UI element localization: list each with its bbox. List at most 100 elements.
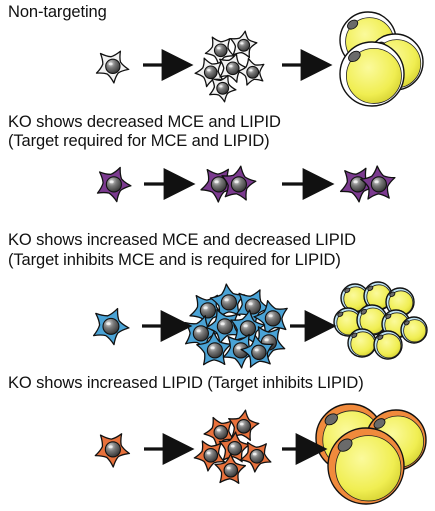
p3-preadipocyte-cell-nucleus: [102, 317, 120, 335]
p1-adipocyte-3-lipid-droplet: [346, 47, 402, 104]
p3-small-adipocyte-2-nucleus: [367, 285, 374, 292]
p3-proliferating-cell-9: [196, 331, 232, 366]
p3-proliferating-cell-11: [240, 334, 274, 368]
p4-preadipocyte-cell: [94, 433, 131, 468]
p2-diff-cell-2: [360, 165, 396, 200]
p3-small-adipocyte-8-nucleus: [377, 334, 384, 341]
p3-proliferating-cell-8-nucleus-highlight: [264, 338, 269, 342]
p2-preadipocyte-cell: [96, 166, 132, 203]
panel-1-heading: Non-targeting: [8, 3, 107, 21]
panel-2-subheading: (Target required for MCE and LIPID): [8, 132, 270, 150]
p1-preadipocyte-cell-nucleus: [105, 58, 121, 75]
p3-small-adipocyte-7: [347, 328, 377, 358]
p1-proliferating-cell-4: [219, 53, 248, 83]
p1-proliferating-cell-1-nucleus-highlight: [217, 47, 221, 50]
p4-preadipocyte-cell-nucleus-highlight: [108, 445, 113, 449]
panel-4-heading: KO shows increased LIPID (Target inhibit…: [8, 374, 364, 392]
p4-proliferating-cell-4-nucleus-highlight: [230, 444, 235, 448]
p2-preadipocyte-cell-nucleus: [105, 176, 123, 193]
p1-proliferating-cell-4-nucleus-highlight: [229, 65, 233, 68]
p3-proliferating-cell-6-nucleus-highlight: [220, 322, 225, 326]
panel-2-heading: KO shows decreased MCE and LIPID: [8, 113, 281, 131]
p3-proliferating-cell-7: [230, 309, 266, 345]
p4-proliferating-cell-1-nucleus: [213, 425, 229, 440]
p3-small-adipocyte-3-nucleus: [389, 291, 396, 298]
p3-proliferating-cell-10-nucleus-highlight: [236, 346, 241, 350]
p4-proliferating-cell-4-nucleus: [227, 441, 243, 456]
p3-proliferating-cell-7-nucleus: [239, 320, 257, 337]
p1-proliferating-cell-6-nucleus-highlight: [219, 85, 223, 88]
p3-small-adipocyte-7-nucleus: [351, 332, 358, 339]
p3-proliferating-cell-6: [205, 308, 241, 345]
p3-small-adipocyte-8: [373, 330, 403, 360]
p1-proliferating-cell-2-nucleus: [237, 38, 251, 52]
p1-adipocyte-1-nucleus: [347, 19, 359, 30]
panel-3-heading: KO shows increased MCE and decreased LIP…: [8, 231, 356, 249]
p3-small-adipocyte-4: [333, 307, 363, 337]
p4-adipocyte-3-lipid-droplet: [335, 435, 402, 502]
p2-diff-cell-2-nucleus: [370, 176, 388, 193]
p1-proliferating-cell-2: [229, 30, 258, 59]
p4-adipocyte-2-nucleus: [373, 418, 386, 429]
p3-proliferating-cell-5-nucleus: [192, 325, 210, 342]
p4-adipocyte-3-nucleus: [337, 438, 353, 452]
p1-adipocyte-3: [339, 41, 405, 107]
p3-proliferating-cell-11-nucleus: [251, 344, 267, 361]
p3-small-adipocyte-9: [400, 316, 428, 344]
p4-proliferating-cell-6: [214, 453, 247, 484]
p3-small-adipocyte-1-nucleus: [344, 287, 351, 294]
p1-proliferating-cell-5: [237, 57, 265, 86]
p1-adipocyte-3-nucleus: [348, 50, 361, 63]
p3-small-adipocyte-8-lipid-droplet: [376, 333, 402, 359]
p1-preadipocyte-cell-nucleus-highlight: [108, 62, 113, 66]
p3-small-adipocyte-6-nucleus: [385, 313, 392, 320]
p3-small-adipocyte-3: [385, 287, 415, 317]
p1-proliferating-cell-3-nucleus: [203, 65, 218, 80]
p3-preadipocyte-cell: [92, 307, 130, 346]
p1-proliferating-cell-5-nucleus: [246, 65, 260, 79]
p3-proliferating-cell-7-nucleus-highlight: [243, 324, 248, 328]
p1-preadipocyte-cell: [95, 50, 130, 84]
p3-preadipocyte-cell-nucleus-highlight: [106, 322, 111, 326]
p2-cell-2: [221, 165, 257, 201]
p4-proliferating-cell-6-nucleus: [223, 463, 239, 478]
p3-small-adipocyte-4-nucleus: [337, 311, 344, 318]
p2-diff-cell-1-nucleus-highlight: [353, 180, 358, 184]
panel-3-subheading: (Target inhibits MCE and is required for…: [8, 251, 341, 269]
p1-proliferating-cell-3-nucleus-highlight: [207, 69, 211, 72]
p3-proliferating-cell-2-nucleus-highlight: [224, 298, 229, 302]
p4-proliferating-cell-4: [218, 431, 251, 463]
p2-preadipocyte-cell-nucleus-highlight: [109, 180, 114, 184]
p4-proliferating-cell-3-nucleus: [203, 448, 219, 463]
p3-proliferating-cell-4: [253, 299, 288, 336]
p3-proliferating-cell-3-nucleus-highlight: [248, 302, 253, 306]
p3-proliferating-cell-5-nucleus-highlight: [196, 329, 201, 333]
p3-proliferating-cell-4-nucleus-highlight: [268, 314, 273, 318]
p1-proliferating-cell-4-nucleus: [225, 61, 240, 76]
p4-proliferating-cell-1-nucleus-highlight: [216, 428, 221, 432]
p4-proliferating-cell-3: [193, 440, 226, 472]
p1-proliferating-cell-2-nucleus-highlight: [240, 42, 244, 45]
p4-proliferating-cell-6-nucleus-highlight: [226, 466, 231, 470]
p3-small-adipocyte-9-nucleus: [404, 320, 410, 326]
p3-proliferating-cell-4-nucleus: [264, 310, 282, 327]
p3-proliferating-cell-9-nucleus-highlight: [210, 346, 215, 350]
p3-proliferating-cell-11-nucleus-highlight: [254, 348, 259, 352]
p1-proliferating-cell-6: [209, 74, 237, 103]
p1-proliferating-cell-6-nucleus: [216, 81, 230, 95]
p1-proliferating-cell-3: [194, 57, 224, 88]
p4-proliferating-cell-5-nucleus: [249, 449, 265, 464]
p3-small-adipocyte-5-nucleus: [360, 308, 367, 315]
p3-proliferating-cell-1-nucleus-highlight: [203, 306, 208, 310]
p3-proliferating-cell-1-nucleus: [199, 302, 217, 319]
p4-proliferating-cell-2-nucleus-highlight: [239, 422, 244, 426]
p2-diff-cell-2-nucleus-highlight: [374, 180, 379, 184]
p3-proliferating-cell-9-nucleus: [206, 342, 224, 359]
p2-cell-2-nucleus-highlight: [234, 180, 239, 184]
p4-adipocyte-1-nucleus: [324, 413, 338, 426]
p3-proliferating-cell-3-nucleus: [244, 298, 262, 315]
p3-proliferating-cell-2-nucleus: [220, 294, 238, 311]
p1-proliferating-cell-5-nucleus-highlight: [249, 69, 253, 72]
